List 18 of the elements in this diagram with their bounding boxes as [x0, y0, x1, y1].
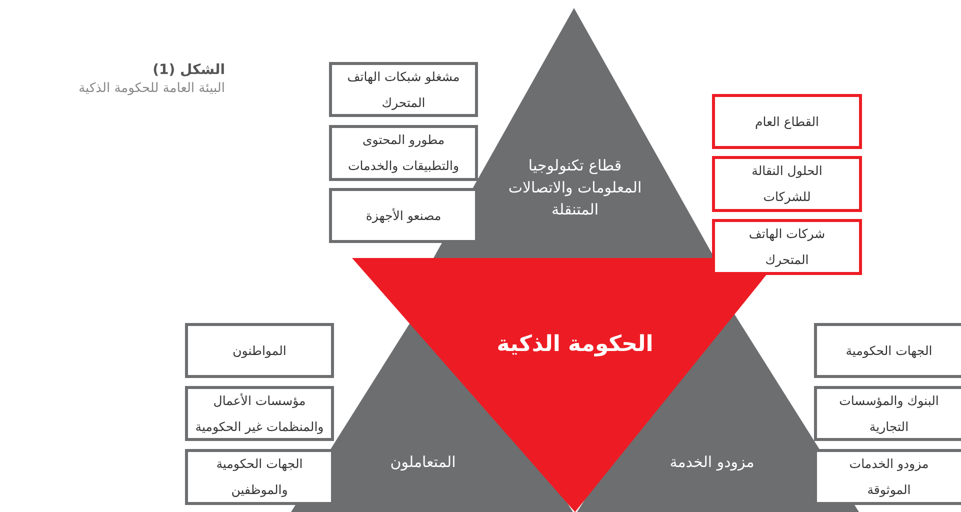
label-box: الجهات الحكومية والموظفين	[185, 449, 334, 505]
label-box: شركات الهاتف المتحرك	[712, 219, 862, 275]
sector-label: قطاع تكنولوجيا المعلومات والاتصالات المتنقلة	[507, 155, 643, 220]
label-box: مطورو المحتوى والتطبيقات والخدمات	[329, 125, 478, 181]
label-box: البنوك والمؤسسات التجارية	[814, 386, 961, 441]
label-box: مصنعو الأجهزة	[329, 188, 478, 243]
label-box: الحلول النقالة للشركات	[712, 156, 862, 212]
label-box: الجهات الحكومية	[814, 323, 961, 378]
label-box: مشغلو شبكات الهاتف المتحرك	[329, 62, 478, 117]
label-box: القطاع العام	[712, 94, 862, 149]
sector-label: المتعاملون	[389, 452, 457, 474]
sector-label: مزودو الخدمة	[668, 452, 756, 474]
label-box: مزودو الخدمات الموثوقة	[814, 449, 961, 505]
label-box: المواطنون	[185, 323, 334, 378]
figure-caption: البيئة العامة للحكومة الذكية	[78, 80, 225, 98]
label-box: مؤسسات الأعمال والمنظمات غير الحكومية	[185, 386, 334, 441]
figure-title: الشكل (1)	[152, 61, 225, 79]
center-title: الحكومة الذكية	[496, 331, 654, 360]
